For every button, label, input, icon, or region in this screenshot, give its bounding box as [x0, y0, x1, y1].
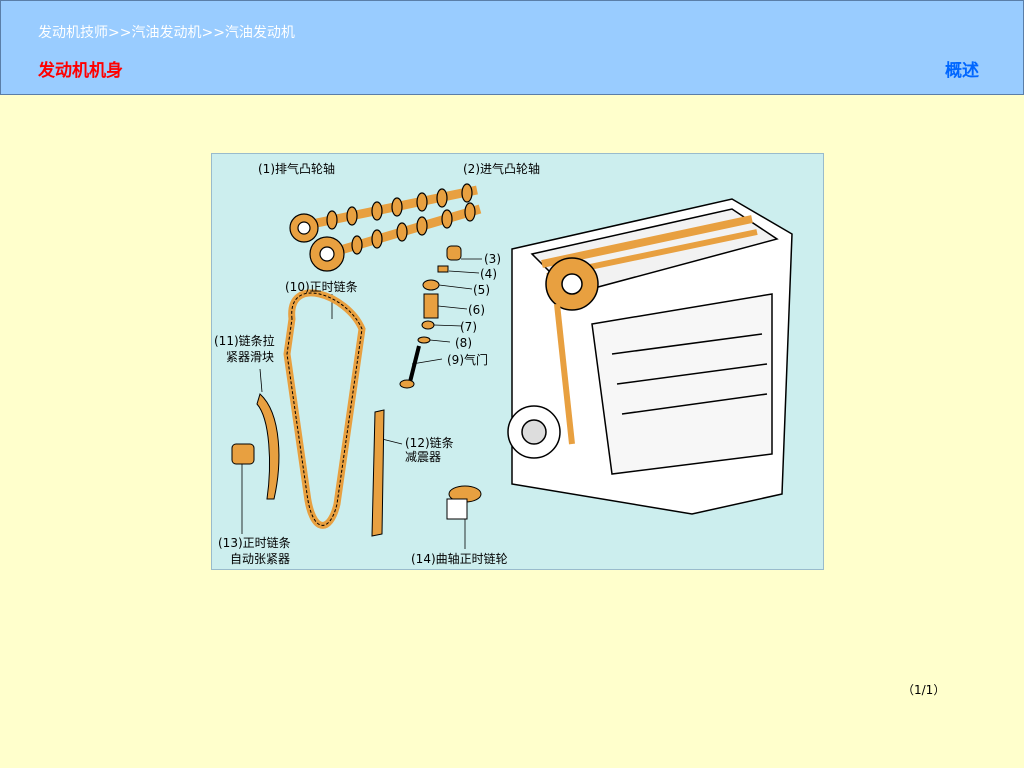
label-part-4: (4): [480, 267, 497, 281]
intake-camshaft-part: [309, 202, 482, 272]
timing-chain-part: [283, 289, 366, 529]
label-tensioner-slipper-line2: 紧器滑块: [226, 350, 275, 364]
leader-lines: [241, 258, 482, 549]
label-chain-damper-line2: 减震器: [405, 450, 442, 464]
label-auto-tensioner-line1: (13)正时链条: [218, 536, 291, 550]
label-tensioner-slipper-line1: (11)链条拉: [214, 334, 275, 348]
label-part-3: (3): [484, 252, 501, 266]
label-timing-chain: (10)正时链条: [285, 280, 358, 294]
chain-damper-part: [371, 409, 385, 537]
label-valve: (9)气门: [447, 353, 488, 367]
page-indicator: （1/1）: [902, 683, 946, 697]
valve-train-parts: [399, 245, 462, 389]
label-intake-camshaft: (2)进气凸轮轴: [463, 162, 540, 176]
overview-link[interactable]: 概述: [945, 61, 979, 81]
label-part-7: (7): [460, 320, 477, 334]
label-part-6: (6): [468, 303, 485, 317]
section-title: 发动机机身: [38, 61, 123, 81]
label-chain-damper-line1: (12)链条: [405, 436, 454, 450]
label-part-5: (5): [473, 283, 490, 297]
label-exhaust-camshaft: (1)排气凸轮轴: [258, 162, 335, 176]
tensioner-slipper-part: [256, 393, 280, 500]
engine-block: [507, 198, 793, 515]
engine-parts-diagram: (1)排气凸轮轴 (2)进气凸轮轴 (3) (4) (5) (6) (7) (8…: [211, 153, 824, 570]
label-auto-tensioner-line2: 自动张紧器: [230, 552, 291, 566]
engine-exploded-view: [231, 183, 793, 549]
breadcrumb[interactable]: 发动机技师>>汽油发动机>>汽油发动机: [38, 25, 295, 41]
label-part-8: (8): [455, 336, 472, 350]
auto-tensioner-part: [231, 443, 255, 465]
label-crank-sprocket: (14)曲轴正时链轮: [411, 552, 508, 566]
crank-sprocket-part: [446, 485, 482, 520]
header-bar: 发动机技师>>汽油发动机>>汽油发动机 发动机机身 概述: [0, 0, 1024, 95]
exhaust-camshaft-part: [289, 183, 478, 243]
